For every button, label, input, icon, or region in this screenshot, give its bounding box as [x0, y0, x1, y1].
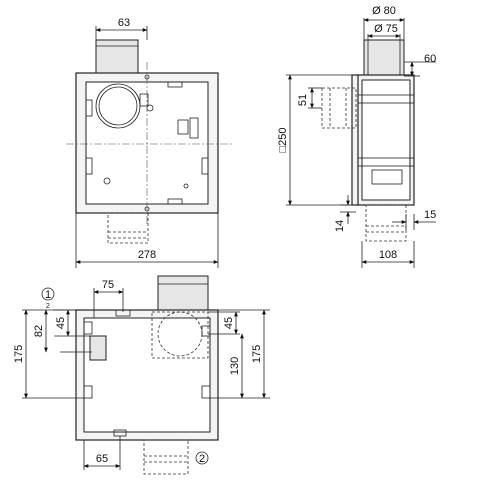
- plan-dim-left-45: 45: [55, 317, 67, 329]
- plan-marker-1-sub: 2: [46, 303, 50, 310]
- plan-dim-75: 75: [102, 279, 114, 291]
- front-view: 63 278: [66, 17, 232, 268]
- plan-dim-right-130: 130: [229, 357, 241, 375]
- front-top-spigot: [95, 39, 139, 75]
- plan-rear-spigot: [157, 275, 209, 311]
- plan-view: 75 1 2 45 82 175 45 130 175 6: [13, 275, 270, 475]
- plan-bottom-spigot-hidden: [143, 439, 189, 475]
- front-dim-63: 63: [118, 17, 130, 29]
- side-dim-square-250: □250: [277, 128, 289, 153]
- side-dim-dia-75: Ø 75: [374, 23, 398, 35]
- plan-dim-65: 65: [96, 453, 108, 465]
- front-dim-278: 278: [138, 249, 156, 261]
- side-dim-dia-80: Ø 80: [372, 5, 396, 17]
- side-left-pipe-hidden: [321, 87, 357, 129]
- plan-dim-right-175: 175: [251, 345, 263, 363]
- side-dim-108: 108: [379, 249, 397, 261]
- side-dim-60: 60: [424, 53, 436, 65]
- side-dim-14: 14: [334, 220, 346, 232]
- plan-marker-1: 1: [45, 289, 51, 301]
- side-top-spigot: [363, 39, 405, 77]
- side-view: Ø 80 Ø 75 60 51 □250 14 15: [277, 5, 436, 268]
- plan-marker-2: 2: [199, 453, 205, 465]
- side-dim-15: 15: [424, 209, 436, 221]
- plan-dim-right-45: 45: [223, 317, 235, 329]
- plan-dim-82: 82: [33, 325, 45, 337]
- side-bottom-spigot-hidden: [365, 204, 407, 242]
- side-dim-51: 51: [297, 94, 309, 106]
- plan-housing-inner: [83, 317, 211, 433]
- plan-dim-left-175: 175: [13, 345, 25, 363]
- front-bottom-spigot-hidden: [107, 212, 149, 244]
